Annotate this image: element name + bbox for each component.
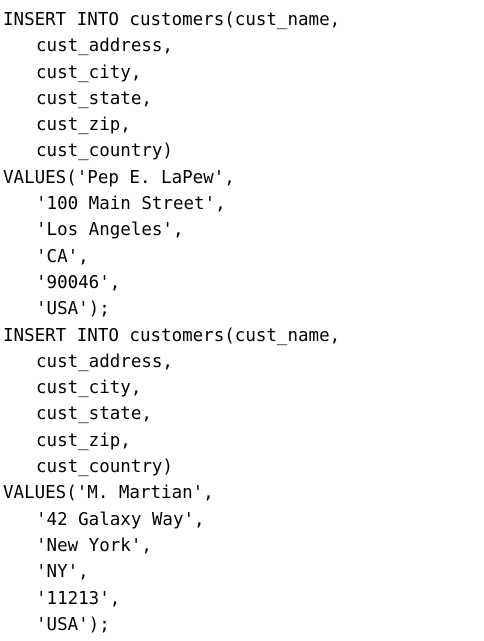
code-line: '42 Galaxy Way', (36, 509, 205, 530)
code-line: '100 Main Street', (36, 194, 226, 215)
code-line: cust_address, (36, 36, 173, 57)
code-line: '11213', (36, 588, 121, 609)
code-line: '90046', (36, 272, 121, 293)
code-line: 'NY', (36, 562, 89, 583)
code-line: cust_city, (36, 378, 142, 399)
code-line: cust_country) (36, 457, 173, 478)
code-line: VALUES('Pep E. LaPew', (3, 167, 235, 188)
sql-code-block: INSERT INTO customers(cust_name, cust_add… (3, 7, 481, 638)
code-line: cust_state, (36, 404, 152, 425)
code-line: 'New York', (36, 535, 152, 556)
code-line: cust_zip, (36, 430, 131, 451)
code-line: cust_zip, (36, 115, 131, 136)
code-line: cust_city, (36, 62, 142, 83)
code-line: cust_country) (36, 141, 173, 162)
code-line: cust_state, (36, 88, 152, 109)
code-line: VALUES('M. Martian', (3, 483, 214, 504)
code-line: INSERT INTO customers(cust_name, (3, 325, 341, 346)
code-line: cust_address, (36, 351, 173, 372)
code-line: 'USA'); (36, 614, 110, 635)
code-line: 'USA'); (36, 299, 110, 320)
code-line: 'CA', (36, 246, 89, 267)
code-line: INSERT INTO customers(cust_name, (3, 10, 341, 30)
code-line: 'Los Angeles', (36, 220, 184, 241)
